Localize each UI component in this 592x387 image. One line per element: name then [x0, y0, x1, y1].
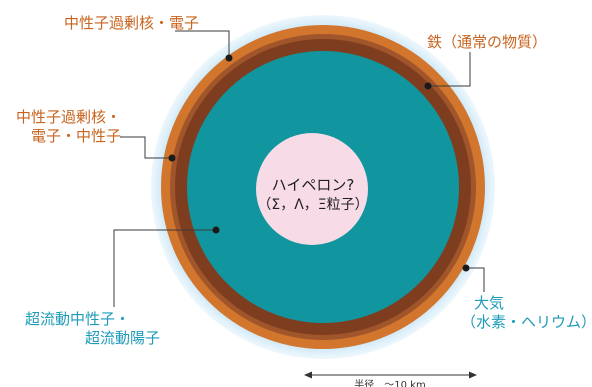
- outer-crust-dot: [225, 54, 233, 62]
- iron-dot: [424, 82, 432, 90]
- core-dot: [212, 226, 220, 234]
- center-label-line2: （Σ，Λ，Ξ粒子）: [257, 197, 368, 213]
- iron-label: 鉄（通常の物質）: [427, 33, 547, 51]
- core-leader: [113, 229, 216, 307]
- inner-crust-label-line2: 電子・中性子: [31, 127, 121, 145]
- inner-crust-label-line1: 中性子過剰核・: [16, 108, 121, 126]
- outer-crust-label: 中性子過剰核・電子: [64, 14, 199, 32]
- center-label-line1: ハイペロン?: [272, 176, 355, 194]
- iron-leader: [428, 52, 471, 87]
- center-hyperon-core: [256, 133, 368, 245]
- atmosphere-dot: [462, 264, 470, 272]
- inner-crust-dot: [168, 154, 176, 162]
- atmosphere-label-line1: 大気: [474, 294, 504, 312]
- core-label-line1: 超流動中性子・: [25, 310, 130, 328]
- scale-arrow-right-head: [469, 371, 477, 379]
- atmosphere-label-line2: （水素・ヘリウム）: [461, 313, 592, 331]
- scale-label: 半径 ～10 km: [354, 378, 425, 387]
- atmosphere-leader: [466, 267, 485, 292]
- outer-crust-leader: [175, 30, 230, 58]
- core-label-line2: 超流動陽子: [85, 329, 160, 347]
- scale-arrow-left-head: [304, 371, 312, 379]
- inner-crust-leader: [120, 136, 172, 159]
